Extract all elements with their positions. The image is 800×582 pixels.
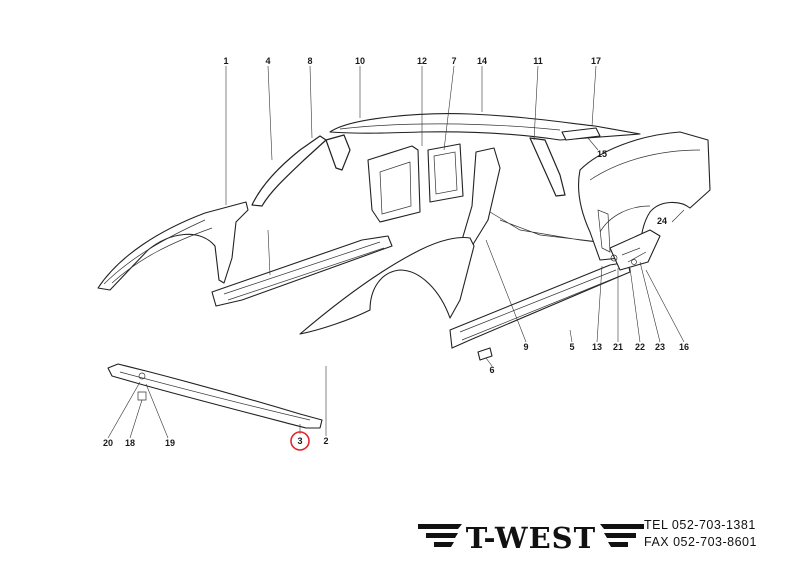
part-label-15: 15 [597,149,607,159]
part-label-16: 16 [679,342,689,352]
car-body-outline [97,113,711,429]
part-label-3: 3 [297,436,302,446]
logo-text: T-WEST [466,521,596,555]
part-label-21: 21 [613,342,623,352]
part-label-6: 6 [489,365,494,375]
fax-number: FAX 052-703-8601 [644,535,757,549]
part-label-12: 12 [417,56,427,66]
part-label-24: 24 [657,216,667,226]
part-label-11: 11 [533,56,543,66]
part-label-22: 22 [635,342,645,352]
part-label-7: 7 [451,56,456,66]
part-label-8: 8 [307,56,312,66]
part-label-9: 9 [523,342,528,352]
part-label-18: 18 [125,438,135,448]
part-label-1: 1 [223,56,228,66]
part-label-4: 4 [265,56,270,66]
part-label-14: 14 [477,56,487,66]
part-label-23: 23 [655,342,665,352]
part-label-10: 10 [355,56,365,66]
part-label-5: 5 [569,342,574,352]
part-number-labels: 1 4 8 10 12 7 14 11 17 15 24 9 5 13 21 2… [103,56,689,448]
brand-footer: T-WEST TEL 052-703-1381 FAX 052-703-8601 [418,516,788,558]
highlight-circle [290,431,310,451]
part-label-19: 19 [165,438,175,448]
twest-logo: T-WEST [418,521,644,555]
part-label-20: 20 [103,438,113,448]
part-label-2: 2 [323,436,328,446]
tel-number: TEL 052-703-1381 [644,518,756,532]
part-label-13: 13 [592,342,602,352]
part-label-17: 17 [591,56,601,66]
